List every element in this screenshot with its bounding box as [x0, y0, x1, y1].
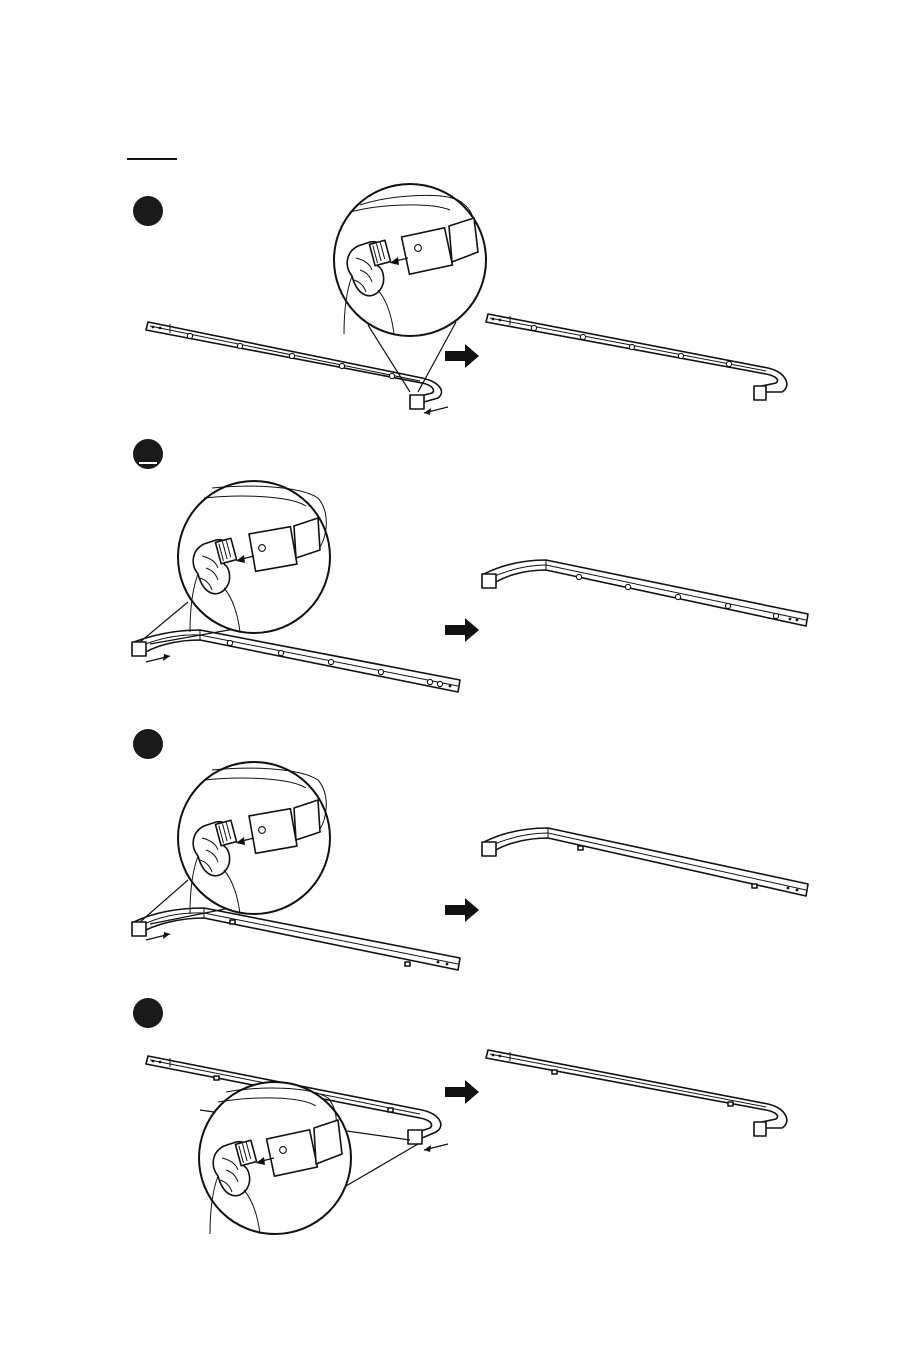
step-4-after-rail — [486, 1050, 787, 1136]
step-2-right-arrow-icon — [445, 618, 479, 642]
step-4-push-arrow — [424, 1144, 448, 1152]
step-1-after-rail — [486, 314, 787, 400]
step-4-right-arrow-icon — [445, 1080, 479, 1104]
step-1-push-arrow — [424, 407, 448, 415]
step-3-after-rail — [482, 828, 808, 896]
step-2-after-rail — [482, 560, 808, 626]
step-2-before-rail — [132, 630, 460, 692]
step-3-detail — [140, 762, 330, 924]
step-2-push-arrow — [146, 654, 170, 662]
step-3-push-arrow — [146, 932, 170, 940]
step-3-right-arrow-icon — [445, 898, 479, 922]
step-1-right-arrow-icon — [445, 344, 479, 368]
step-2-detail — [140, 481, 330, 644]
